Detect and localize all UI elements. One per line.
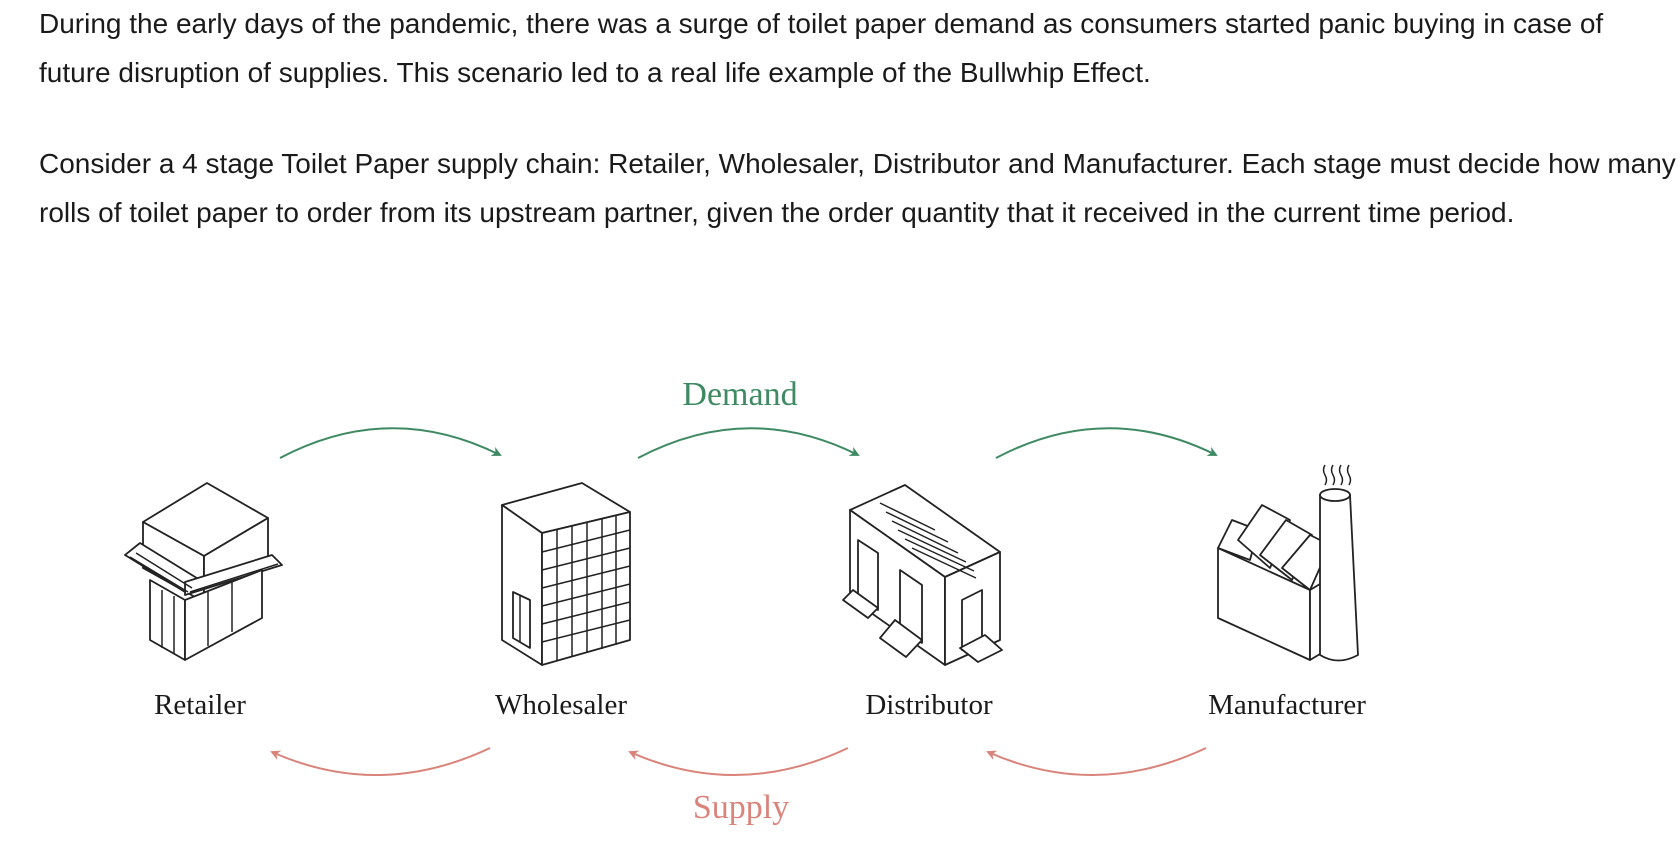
demand-label: Demand xyxy=(682,376,797,413)
stage-label-retailer: Retailer xyxy=(154,689,246,721)
supply-chain-paragraph: Consider a 4 stage Toilet Paper supply c… xyxy=(39,148,1676,228)
warehouse-icon xyxy=(842,484,1003,666)
supply-arrow-2 xyxy=(628,747,849,776)
supply-label: Supply xyxy=(693,789,789,826)
office-building-icon xyxy=(501,482,631,666)
factory-icon xyxy=(1217,464,1359,662)
demand-arrow-2 xyxy=(637,427,860,459)
demand-arrow-1 xyxy=(279,427,502,459)
stage-label-wholesaler: Wholesaler xyxy=(495,689,627,721)
demand-arrow-3 xyxy=(995,427,1218,459)
store-icon xyxy=(124,482,283,661)
stage-label-manufacturer: Manufacturer xyxy=(1208,689,1366,721)
supply-arrow-3 xyxy=(986,747,1207,776)
intro-paragraph: During the early days of the pandemic, t… xyxy=(39,8,1604,88)
supply-arrow-1 xyxy=(270,747,491,776)
stage-label-distributor: Distributor xyxy=(865,689,993,721)
